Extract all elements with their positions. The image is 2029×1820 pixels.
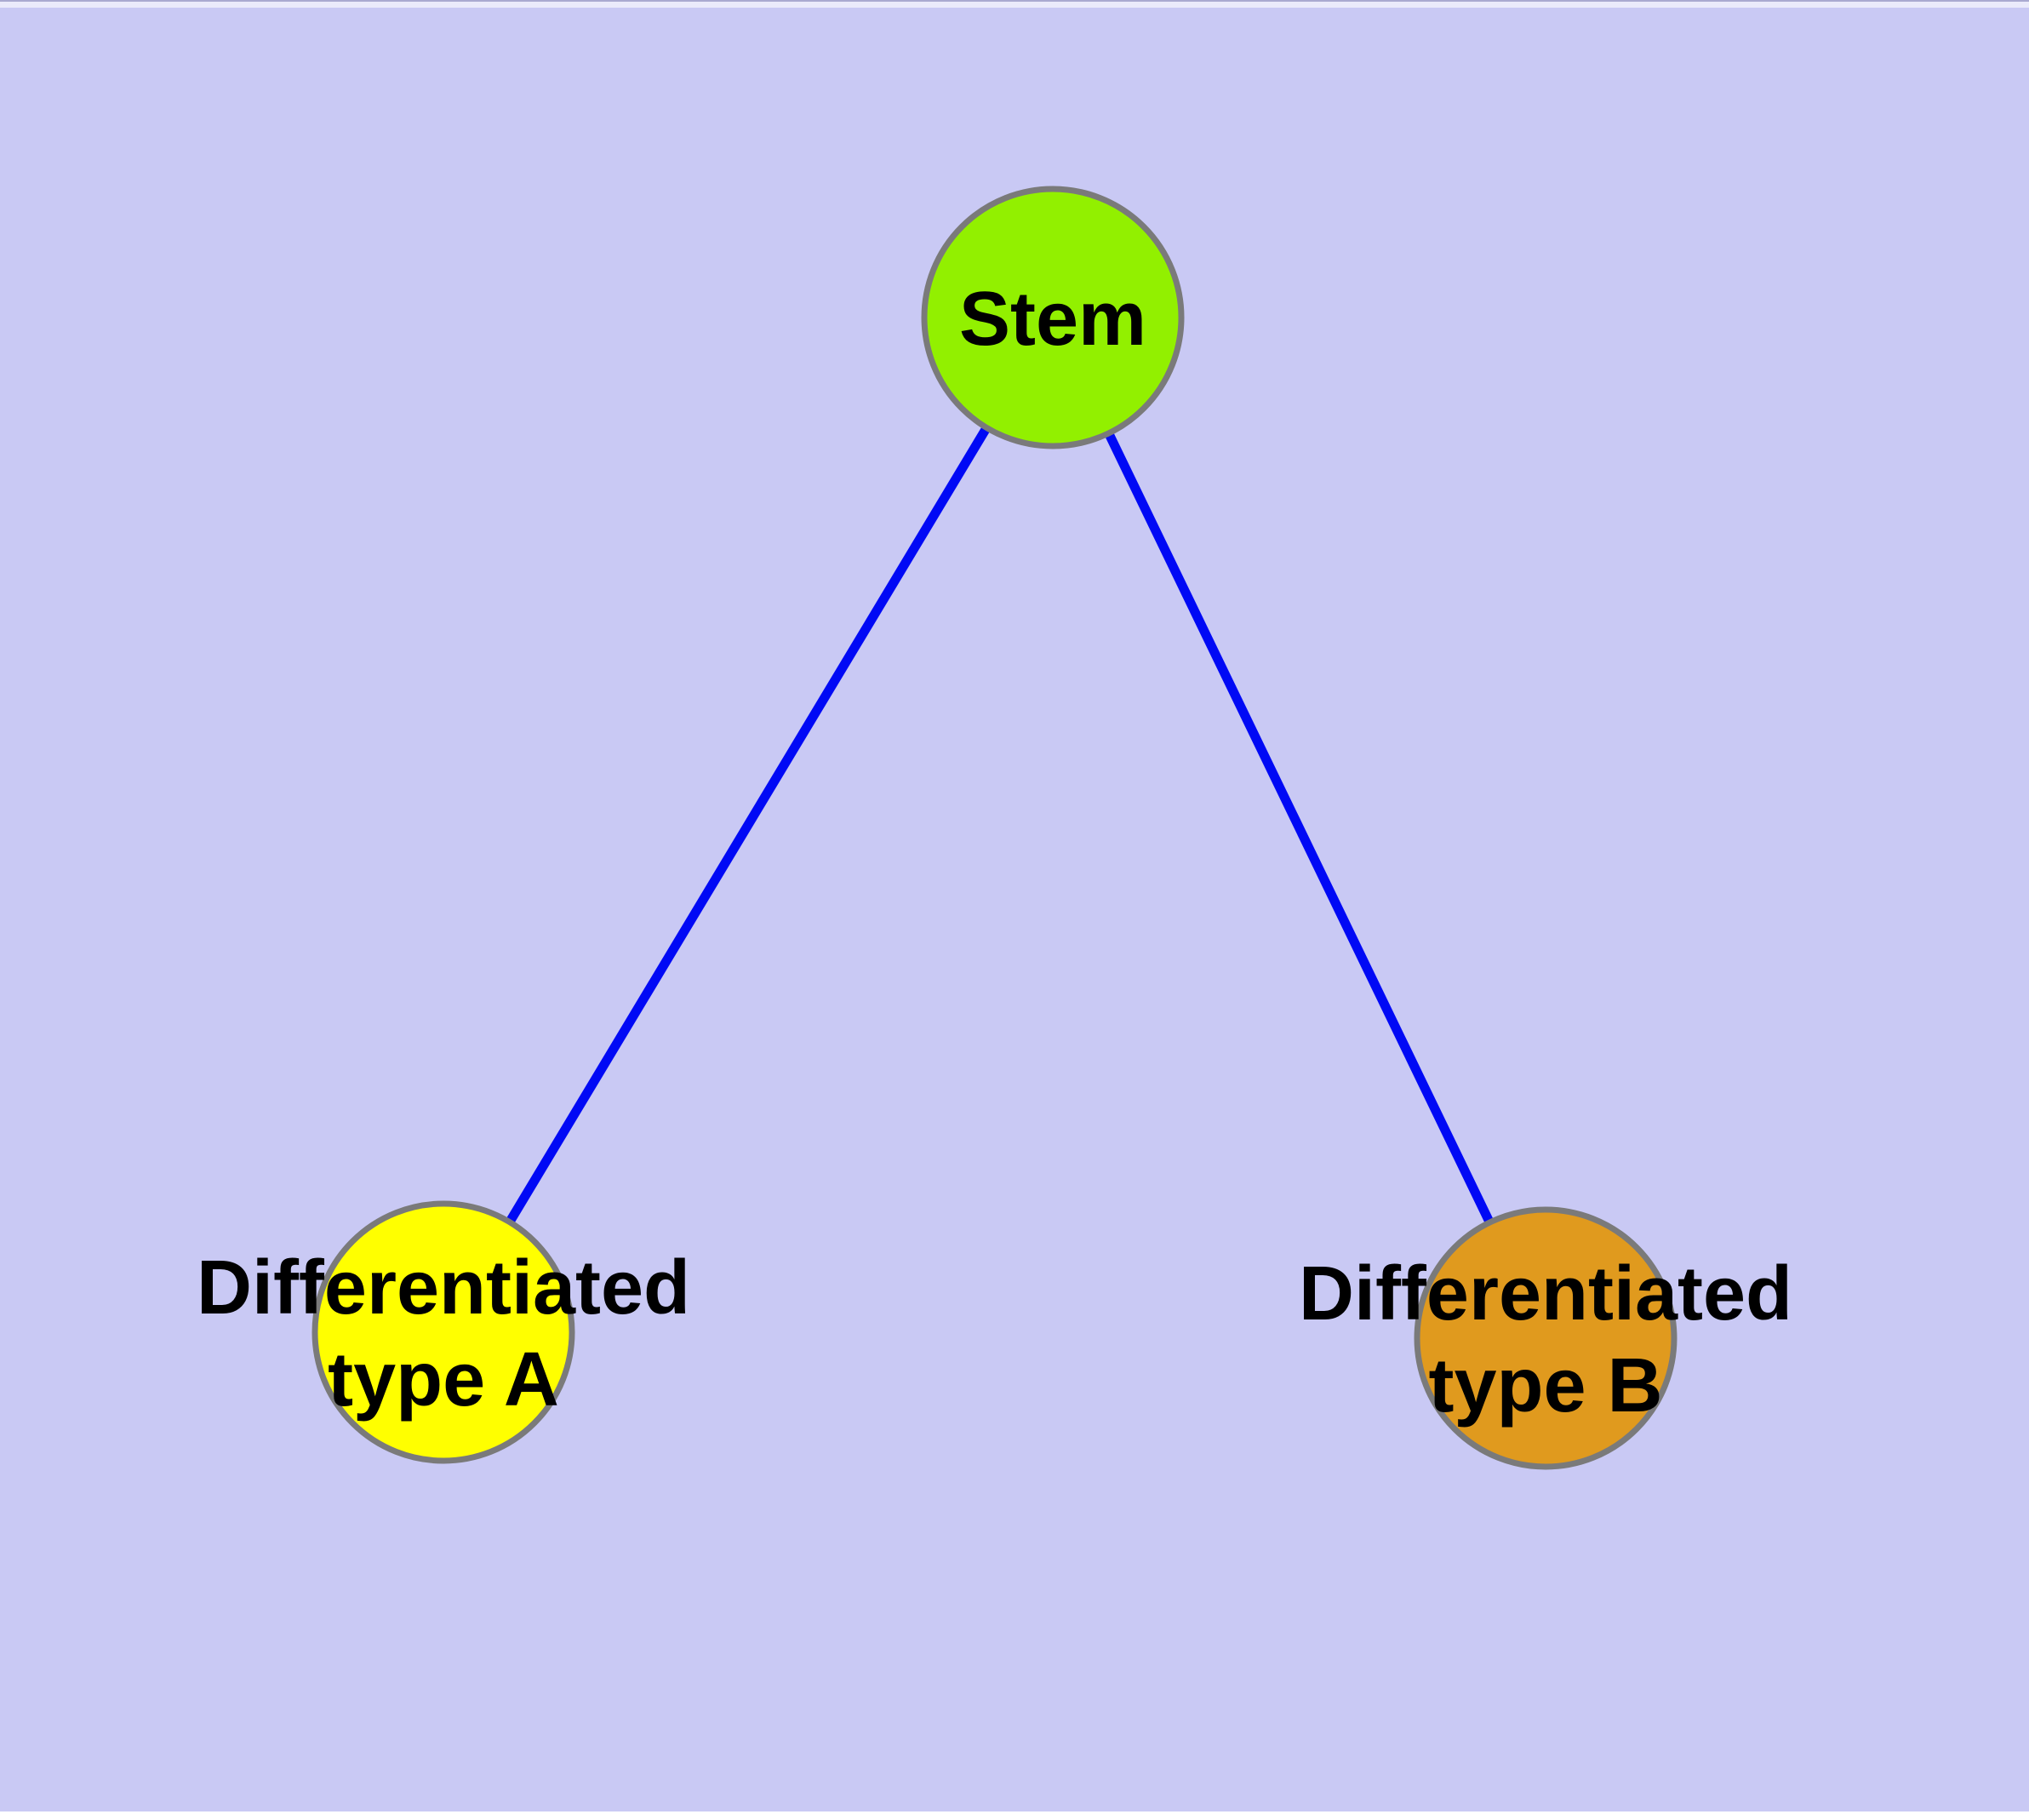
node-differentiated-type-b: Differentiated type B [1299, 1206, 1792, 1470]
node-type-b-label-line2: type B [1428, 1343, 1662, 1428]
edge-stem-to-type-a [439, 315, 1057, 1335]
canvas-bottom-margin [0, 1811, 2029, 1820]
canvas-top-margin [0, 2, 2029, 8]
canvas-top-edge-line [0, 0, 2029, 2]
node-stem-circle [921, 186, 1185, 449]
node-type-a-circle [311, 1200, 575, 1464]
node-type-a-label-line2: type A [328, 1337, 559, 1422]
edge-stem-to-type-b [1049, 315, 1550, 1341]
node-differentiated-type-a: Differentiated type A [197, 1200, 690, 1464]
node-type-b-circle [1414, 1206, 1677, 1470]
node-stem-label: Stem [959, 277, 1146, 362]
node-type-a-label-line1: Differentiated [197, 1245, 690, 1331]
node-type-b-label-line1: Differentiated [1299, 1251, 1792, 1336]
node-stem: Stem [921, 186, 1185, 449]
